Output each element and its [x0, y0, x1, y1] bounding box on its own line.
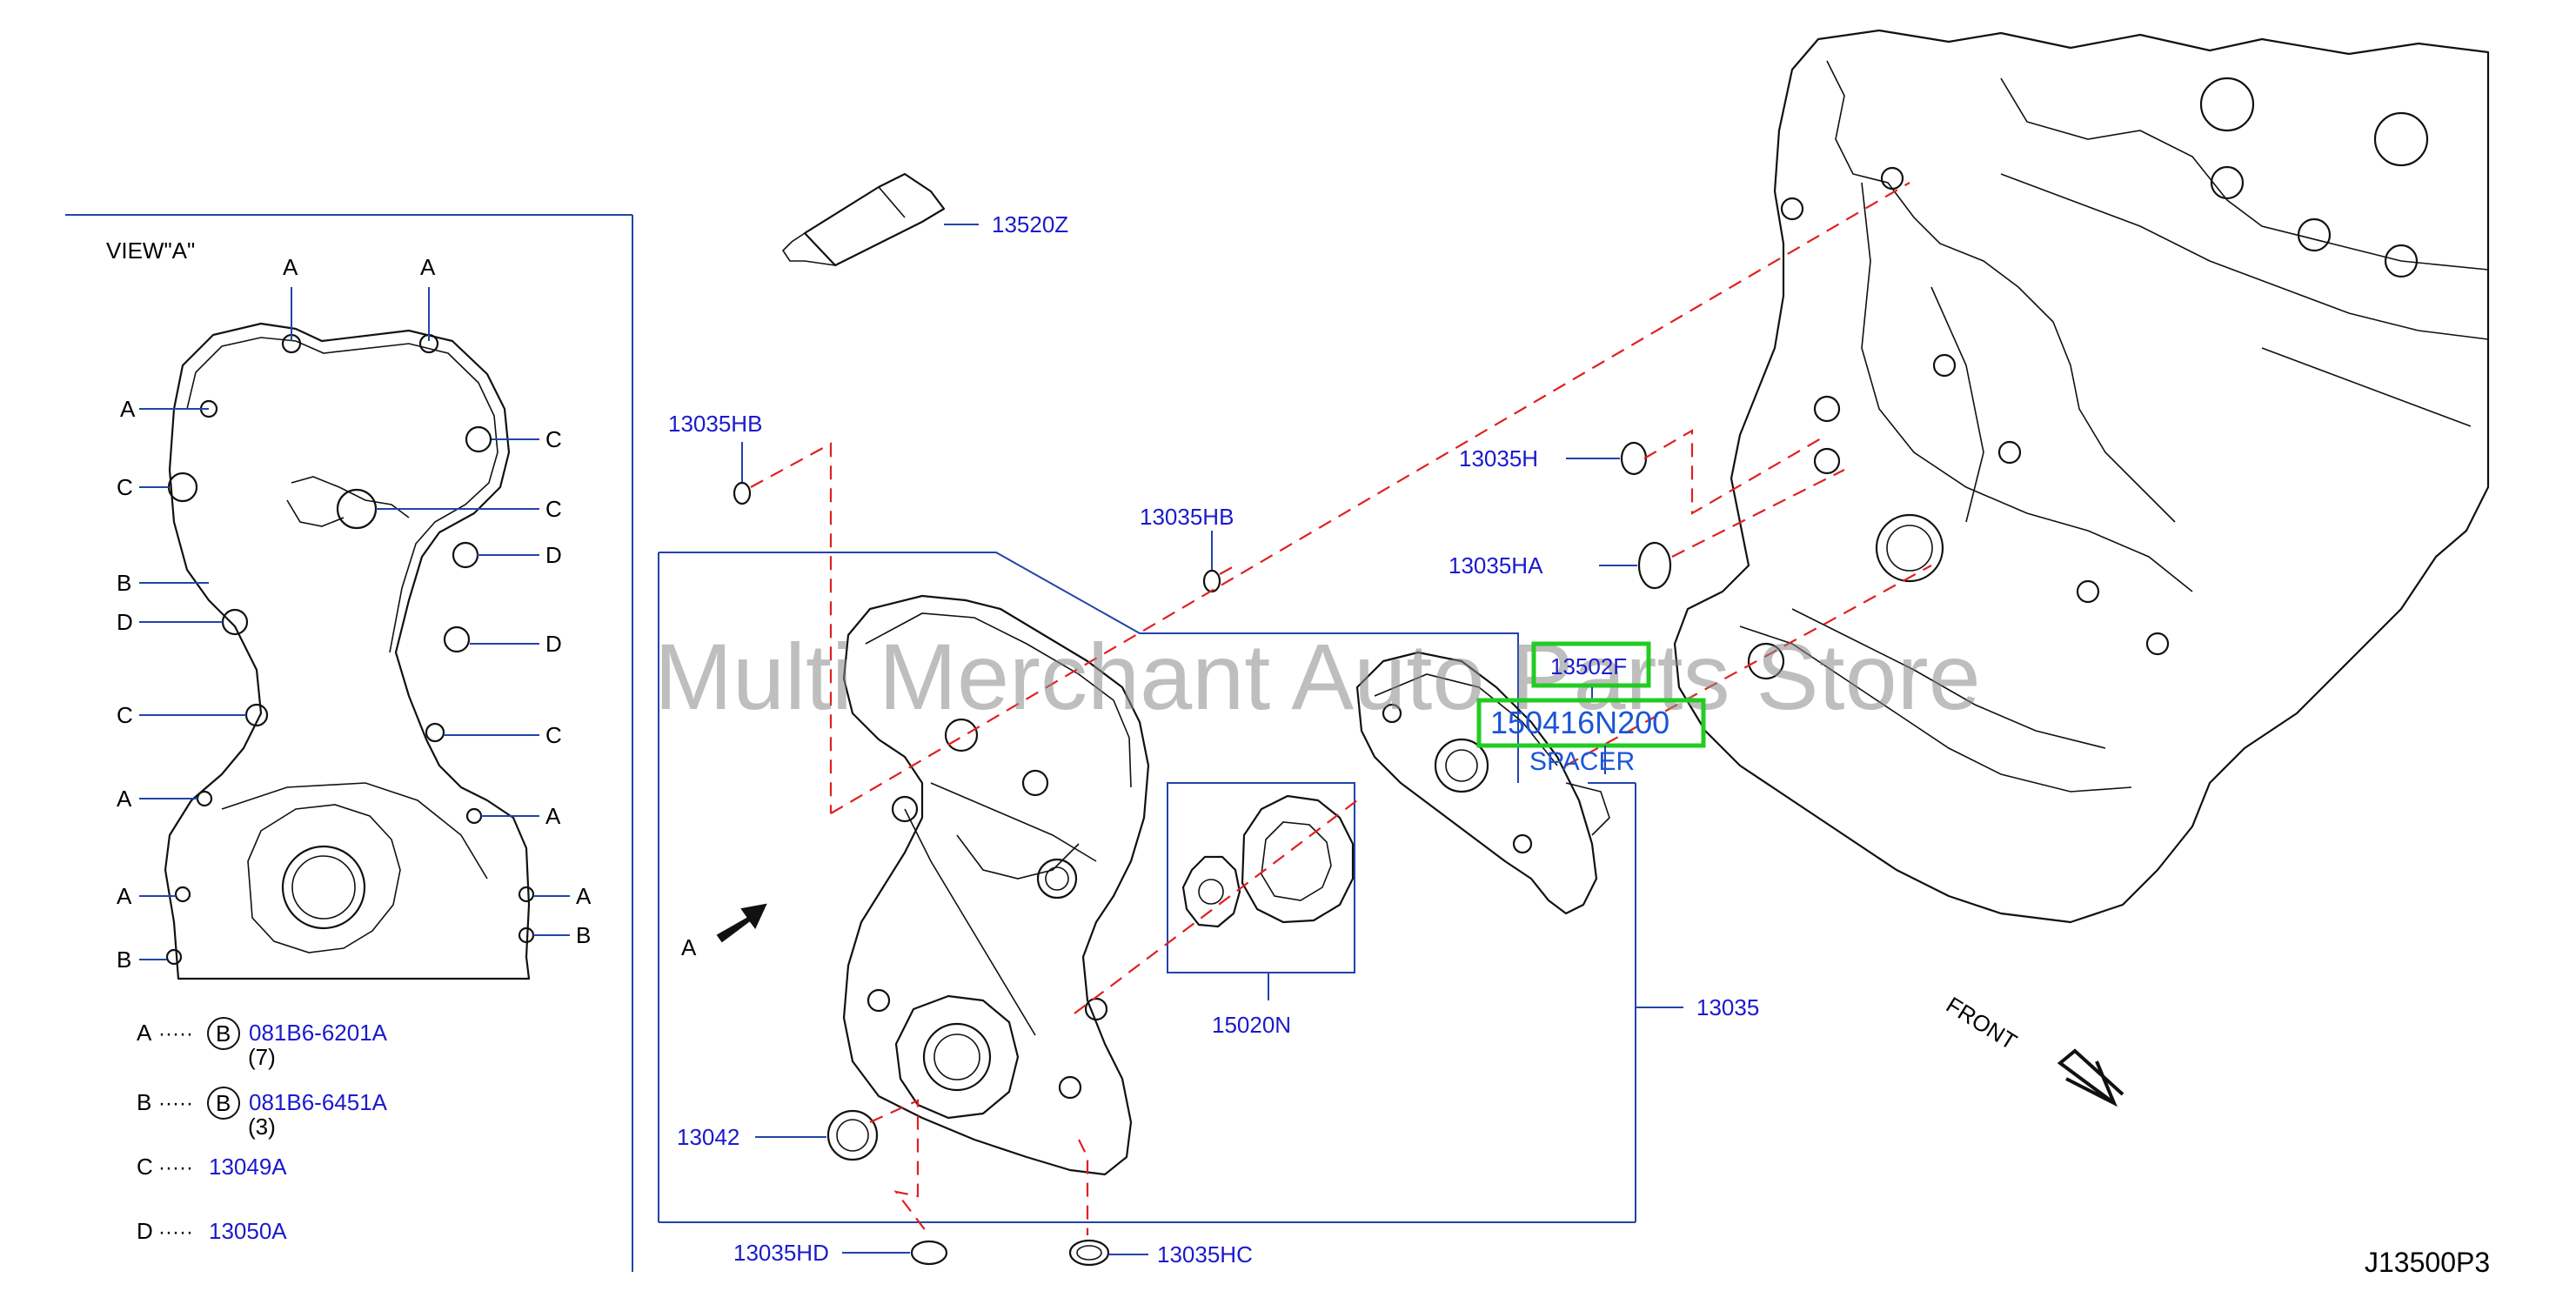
bolt-circle-icon — [207, 1087, 240, 1120]
marker-a: A — [545, 803, 561, 829]
front-label: FRONT — [1942, 992, 2022, 1055]
legend-row: A ····· B 081B6-6201A (7) — [137, 1017, 388, 1070]
marker-b: B — [117, 570, 131, 596]
sealant-tube-drawing — [781, 172, 946, 267]
plug-inner-icon — [1076, 1245, 1102, 1261]
marker-a: A — [283, 254, 298, 280]
marker-a: A — [420, 254, 436, 280]
legend-dots: ····· — [158, 1221, 193, 1244]
legend-qty: (7) — [248, 1044, 276, 1070]
marker-c: C — [117, 702, 133, 728]
marker-d: D — [117, 609, 133, 635]
legend-part-number[interactable]: 081B6-6451A — [249, 1089, 388, 1115]
callout-spacer[interactable]: SPACER — [1529, 747, 1635, 776]
callout-13502f[interactable]: 13502F — [1550, 653, 1627, 679]
marker-b: B — [576, 922, 591, 948]
bolt-circle-icon — [207, 1017, 240, 1050]
oil-seal-inner-icon — [836, 1119, 869, 1152]
marker-a: A — [117, 786, 132, 812]
legend-dots: ····· — [158, 1156, 193, 1180]
legend-letter: D — [137, 1218, 153, 1244]
arrow-icon — [716, 903, 767, 943]
callout-13035ha[interactable]: 13035HA — [1449, 552, 1543, 579]
diagram-code: J13500P3 — [2365, 1247, 2490, 1278]
view-a-panel: VIEW"A" A A — [65, 214, 633, 1272]
pump-gears-drawing — [1181, 794, 1355, 928]
engine-block-drawing — [1673, 29, 2490, 924]
marker-a: A — [117, 883, 132, 909]
highlight-box-150416n200 — [1476, 698, 1706, 748]
oring-icon — [1202, 569, 1221, 593]
callout-13035hb[interactable]: 13035HB — [668, 411, 762, 437]
watermark: Multi Merchant Auto Parts Store — [654, 624, 1981, 729]
callout-13035h[interactable]: 13035H — [1459, 445, 1538, 472]
legend-part-number[interactable]: 13050A — [209, 1218, 287, 1244]
legend-dots: ····· — [158, 1092, 193, 1115]
legend-letter: C — [137, 1154, 153, 1180]
legend-row: C ····· 13049A — [137, 1154, 287, 1180]
legend-part-number[interactable]: 13049A — [209, 1154, 287, 1180]
callout-150416n200[interactable]: 150416N200 — [1490, 705, 1669, 740]
view-arrow-label: A — [681, 934, 697, 960]
front-indicator: FRONT — [1942, 992, 2124, 1107]
marker-a: A — [576, 883, 592, 909]
marker-c: C — [545, 722, 562, 748]
legend-letter: B — [137, 1089, 151, 1115]
callout-13042[interactable]: 13042 — [677, 1124, 739, 1150]
callout-13035[interactable]: 13035 — [1696, 994, 1759, 1020]
view-a-cover-drawing — [164, 322, 535, 980]
oil-seal-icon — [826, 1109, 879, 1161]
front-arrow-icon — [2057, 1048, 2124, 1107]
alignment-lines — [750, 182, 1932, 1236]
marker-c: C — [117, 474, 133, 500]
plug-icon — [1068, 1239, 1110, 1267]
legend-letter: A — [137, 1020, 152, 1046]
legend-circle-letter: B — [216, 1090, 231, 1116]
highlight-box-13502f — [1531, 641, 1651, 688]
marker-b: B — [117, 947, 131, 973]
view-a-callouts: A A A C C C D B D D C C A A — [117, 254, 592, 973]
front-cover-drawing — [842, 594, 1150, 1176]
oring-icon — [733, 481, 752, 505]
marker-c: C — [545, 426, 562, 452]
marker-d: D — [545, 542, 562, 568]
oil-pump-drawing — [1355, 651, 1610, 915]
callout-13520z[interactable]: 13520Z — [992, 211, 1068, 237]
plug-icon — [910, 1240, 948, 1266]
oring-icon — [1620, 441, 1648, 476]
legend-row: B ····· B 081B6-6451A (3) — [137, 1087, 388, 1140]
marker-d: D — [545, 631, 562, 657]
callout-13035hd[interactable]: 13035HD — [733, 1240, 829, 1266]
legend-dots: ····· — [158, 1022, 193, 1046]
marker-a: A — [120, 396, 136, 422]
legend-qty: (3) — [248, 1114, 276, 1140]
oring-icon — [1637, 541, 1672, 590]
marker-c: C — [545, 496, 562, 522]
callout-13035hb-mid[interactable]: 13035HB — [1140, 504, 1234, 530]
callout-15020n[interactable]: 15020N — [1212, 1012, 1291, 1038]
bolt-legend: A ····· B 081B6-6201A (7) B ····· B 081B… — [137, 1017, 388, 1244]
view-arrow: A — [681, 903, 767, 960]
view-a-title: VIEW"A" — [106, 237, 195, 264]
assembly-frame — [658, 552, 1636, 1223]
callout-13035hc[interactable]: 13035HC — [1157, 1241, 1253, 1268]
legend-row: D ····· 13050A — [137, 1218, 287, 1244]
legend-circle-letter: B — [216, 1020, 231, 1047]
legend-part-number[interactable]: 081B6-6201A — [249, 1020, 388, 1046]
small-seals — [733, 441, 1672, 1267]
callouts: 13520Z 13035HB 13035HB 13035H 13035HA 13… — [668, 211, 1759, 1268]
